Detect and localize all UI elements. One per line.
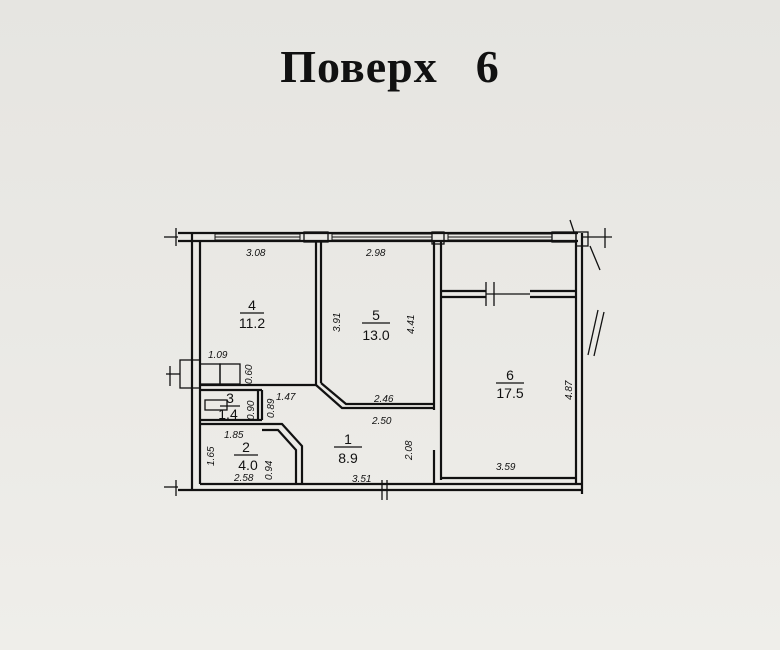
room-4-area: 11.2: [239, 315, 265, 331]
floor-title-number: 6: [475, 41, 500, 92]
dim-r2-top: 1.85: [224, 430, 244, 441]
room-1-number: 1: [344, 431, 352, 447]
dim-r6-width: 3.59: [496, 462, 516, 473]
dim-r5-height: 4.41: [406, 315, 417, 334]
dim-r5-width: 2.98: [365, 248, 386, 259]
room-6-area: 17.5: [496, 385, 523, 401]
dim-r4-width: 3.08: [246, 248, 266, 259]
windows: [214, 231, 589, 247]
dim-r2-right: 0.94: [264, 460, 275, 480]
room-5-area: 13.0: [362, 327, 389, 343]
dim-niche-height: 0.60: [244, 364, 255, 384]
dim-r3-height-b: 0.89: [266, 398, 277, 418]
floor-title-word: Поверх: [280, 41, 438, 92]
dim-corridor-height: 2.08: [404, 440, 415, 461]
dim-niche-width: 1.09: [208, 350, 228, 361]
room-2-number: 2: [242, 439, 250, 455]
dim-r1-bottom: 3.51: [352, 474, 371, 485]
dim-r2-height: 1.65: [206, 446, 217, 466]
dim-r2-bottom: 2.58: [233, 473, 254, 484]
room-4-number: 4: [248, 297, 256, 313]
interior-walls: [166, 241, 576, 500]
room-3-area: 1.4: [218, 406, 238, 422]
dimension-labels: 3.08 2.98 3.91 4.41 4.87 3.59 1.09 0.60 …: [206, 248, 575, 485]
dim-corridor-mid: 2.50: [371, 416, 392, 427]
dim-r3-width: 1.47: [276, 392, 296, 403]
dim-r6-height: 4.87: [564, 380, 575, 400]
room-5-number: 5: [372, 307, 380, 323]
dim-corridor-top: 2.46: [373, 394, 394, 405]
room-2-area: 4.0: [238, 457, 258, 473]
floor-title: Поверх 6: [0, 40, 780, 93]
dim-r3-height-a: 0.90: [246, 400, 257, 420]
room-3-number: 3: [226, 390, 234, 406]
outer-walls: [164, 219, 612, 496]
dim-r4-height: 3.91: [332, 313, 343, 332]
room-1-area: 8.9: [338, 450, 358, 466]
room-6-number: 6: [506, 367, 514, 383]
room-labels: 4 11.2 5 13.0 6 17.5 3 1.4 2 4.0 1 8.9: [218, 297, 524, 473]
